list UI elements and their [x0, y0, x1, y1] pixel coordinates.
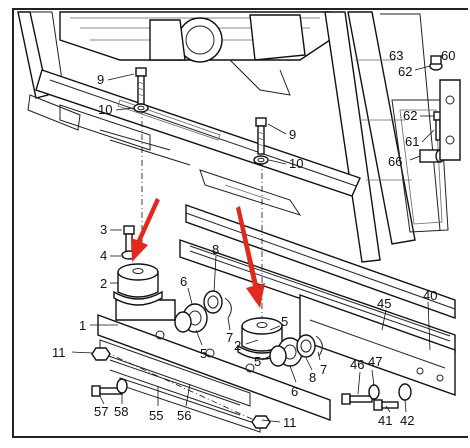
bolt-9-right	[255, 117, 267, 155]
label-4: 4	[100, 248, 107, 263]
label-40: 40	[423, 288, 437, 303]
bolt-9-left	[135, 67, 147, 105]
label-3: 3	[100, 222, 107, 237]
label-62-lower: 62	[403, 108, 417, 123]
label-8-upper: 8	[212, 242, 219, 257]
label-5-lower-right: 5	[254, 354, 261, 369]
bracket-60	[439, 79, 461, 161]
part-labels: 9 10 9 10 3 4 2 1 11 6 8 5 7 2 5 5 6 8 7…	[52, 48, 455, 430]
red-arrow-left	[131, 198, 160, 262]
label-57: 57	[94, 404, 108, 419]
washer-58	[116, 378, 128, 394]
nut-11-left	[91, 347, 111, 361]
label-46: 46	[350, 357, 364, 372]
bushing-6-lower	[269, 337, 303, 367]
label-41: 41	[378, 413, 392, 428]
red-arrow-right	[236, 206, 265, 308]
bolt-62-upper	[429, 55, 443, 71]
leader-lines	[71, 65, 435, 423]
label-8-lower: 8	[309, 370, 316, 385]
label-2-left: 2	[100, 276, 107, 291]
label-61: 61	[405, 134, 419, 149]
label-42: 42	[400, 413, 414, 428]
label-9-left: 9	[97, 72, 104, 87]
ring-8-lower	[296, 334, 316, 358]
label-5-left: 5	[200, 346, 207, 361]
label-10-left: 10	[98, 102, 112, 117]
label-10-right: 10	[289, 156, 303, 171]
label-47: 47	[368, 354, 382, 369]
nut-11-bottom	[251, 415, 271, 429]
label-6-upper: 6	[180, 274, 187, 289]
label-6-lower: 6	[291, 384, 298, 399]
label-55: 55	[149, 408, 163, 423]
bolt-41	[373, 399, 399, 411]
washer-10-left	[133, 103, 149, 113]
label-45: 45	[377, 296, 391, 311]
washer-42	[398, 383, 412, 401]
bolt-46	[341, 393, 373, 405]
cab-frame	[17, 11, 449, 263]
label-63: 63	[389, 48, 403, 63]
isolator-2-left	[113, 263, 163, 306]
label-58: 58	[114, 404, 128, 419]
label-7-lower: 7	[320, 362, 327, 377]
washer-10-right	[253, 155, 269, 165]
washer-47	[368, 384, 380, 400]
label-56: 56	[177, 408, 191, 423]
clip-7-upper	[224, 297, 232, 319]
label-60: 60	[441, 48, 455, 63]
label-66: 66	[388, 154, 402, 169]
ring-8-upper	[203, 290, 223, 314]
mount-bracket-left	[97, 299, 331, 433]
label-11-bottom: 11	[283, 415, 297, 430]
label-1: 1	[79, 318, 86, 333]
label-9-right: 9	[289, 127, 296, 142]
label-5-upper-right: 5	[281, 314, 288, 329]
rail-assembly	[179, 204, 456, 396]
label-7-upper: 7	[226, 330, 233, 345]
label-11-left: 11	[52, 345, 66, 360]
bushing-6-upper	[174, 303, 208, 333]
label-62-upper: 62	[398, 64, 412, 79]
clip-7-lower	[315, 335, 323, 357]
label-2-right: 2	[234, 338, 241, 353]
